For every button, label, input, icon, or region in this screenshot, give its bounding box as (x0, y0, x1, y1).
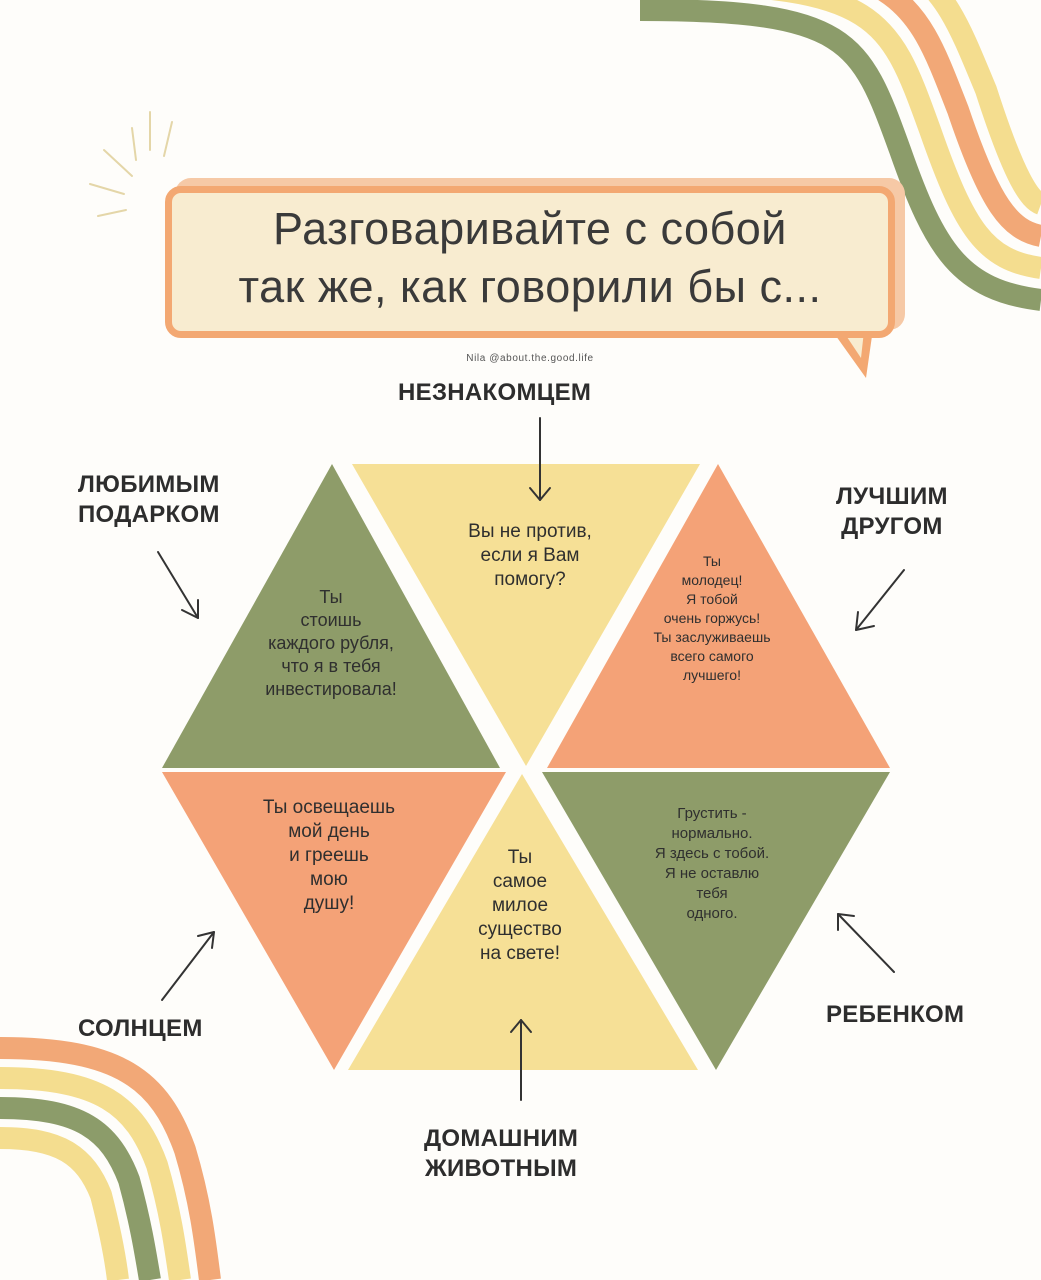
phrase-line: мою (310, 869, 348, 890)
phrase-line: Ты (319, 587, 343, 607)
phrase-line: Грустить - (677, 805, 747, 822)
phrase-line: и греешь (289, 845, 369, 866)
arrow-up-icon (510, 1019, 532, 1101)
arrow-down-left-icon (855, 569, 905, 631)
triangle-bottom-right-green (542, 772, 890, 1070)
label-favorite-gift-line-2: ПОДАРКОМ (78, 501, 220, 528)
phrase-line: Ты (703, 553, 721, 569)
label-favorite-gift-line-1: ЛЮБИМЫМ (78, 471, 220, 498)
phrase-line: Я здесь с тобой. (654, 845, 770, 862)
phrase-line: на свете! (480, 943, 560, 964)
phrase-line: самое (492, 871, 548, 892)
author-credit: Nila @about.the.good.life (466, 353, 594, 364)
phrase-line: Ты заслуживаешь (653, 629, 771, 645)
headline-line-2: так же, как говорили бы с... (238, 261, 822, 312)
triangle-top-right-orange (547, 464, 890, 768)
phrase-line: Я тобой (686, 591, 738, 607)
phrase-line: одного. (686, 905, 738, 922)
phrase-line: молодец! (681, 572, 743, 588)
phrase-line: тебя (696, 885, 728, 902)
label-best-friend-line-1: ЛУЧШИМ (836, 483, 948, 510)
phrase-child: Грустить - нормально. Я здесь с тобой. Я… (592, 804, 832, 924)
headline: Разговаривайте с собой так же, как говор… (165, 200, 895, 316)
phrase-line: милое (491, 895, 549, 916)
phrase-line: Я не оставлю (664, 865, 760, 882)
bubble-tail (836, 336, 872, 378)
phrase-line: мой день (288, 821, 370, 842)
phrase-line: нормально. (671, 825, 753, 842)
sparkle-lines-decoration (89, 111, 173, 217)
label-pet-line-2: ЖИВОТНЫМ (424, 1155, 578, 1182)
arrow-down-icon (529, 417, 551, 501)
label-pet: ДОМАШНИМ ЖИВОТНЫМ (424, 1124, 578, 1184)
label-sun: СОЛНЦЕМ (78, 1015, 203, 1042)
arrow-up-left-icon (837, 913, 895, 973)
phrase-line: очень горжусь! (663, 610, 761, 626)
phrase-line: лучшего! (683, 667, 741, 683)
label-best-friend-line-2: ДРУГОМ (841, 513, 943, 540)
phrase-line: душу! (303, 893, 355, 914)
phrase-line: каждого рубля, (268, 633, 394, 653)
phrase-line: инвестировала! (265, 679, 397, 699)
phrase-line: всего самого (670, 648, 754, 664)
phrase-line: что я в тебя (281, 656, 381, 676)
arrows (157, 417, 905, 1101)
arrow-up-right-icon (161, 931, 215, 1001)
phrase-favorite-gift: Ты стоишь каждого рубля, что я в тебя ин… (216, 586, 446, 701)
phrase-stranger: Вы не против, если я Вам помогу? (410, 520, 650, 592)
label-pet-line-1: ДОМАШНИМ (424, 1125, 579, 1152)
phrase-line: если я Вам (480, 545, 580, 566)
phrase-line: существо (478, 919, 562, 940)
triangle-bottom-left-orange (162, 772, 506, 1070)
headline-bubble (165, 186, 895, 338)
label-favorite-gift: ЛЮБИМЫМ ПОДАРКОМ (78, 470, 220, 530)
phrase-line: помогу? (494, 569, 566, 590)
phrase-best-friend: Ты молодец! Я тобой очень горжусь! Ты за… (612, 552, 812, 685)
phrase-line: Ты освещаешь (262, 797, 396, 818)
triangle-top-left-green (162, 464, 500, 768)
phrase-line: Вы не против, (468, 521, 592, 542)
arrow-down-right-icon (157, 551, 199, 619)
label-best-friend: ЛУЧШИМ ДРУГОМ (836, 482, 948, 542)
triangle-bottom-yellow (348, 774, 698, 1070)
label-stranger: НЕЗНАКОМЦЕМ (398, 379, 592, 406)
rainbow-stripes-bottom-left (0, 1037, 221, 1280)
headline-line-1: Разговаривайте с собой (273, 203, 787, 254)
phrase-sun: Ты освещаешь мой день и греешь мою душу! (214, 796, 444, 916)
phrase-pet: Ты самое милое существо на свете! (430, 846, 610, 966)
triangle-top-yellow (352, 464, 700, 766)
phrase-line: стоишь (300, 610, 362, 630)
label-child: РЕБЕНКОМ (826, 1001, 965, 1028)
hexagon-diagram (162, 464, 890, 1070)
phrase-line: Ты (507, 847, 533, 868)
rainbow-stripes-top-right (639, 0, 1041, 311)
